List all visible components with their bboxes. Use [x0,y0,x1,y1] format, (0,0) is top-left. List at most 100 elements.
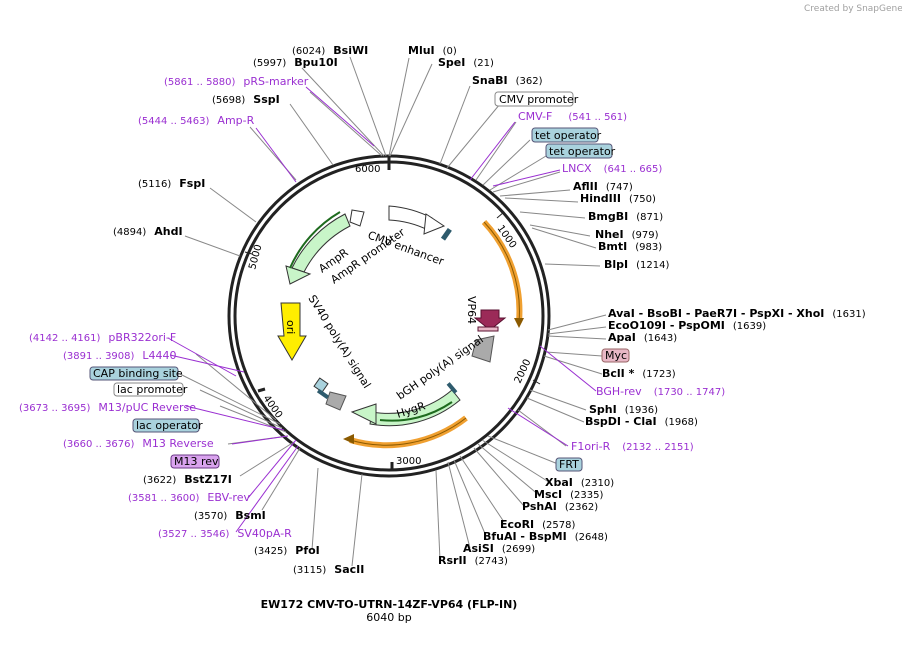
site-aflii: AflII [573,180,598,193]
svg-text:PshAI(2362): PshAI(2362) [522,500,598,513]
svg-text:EcoO109I - PspOMI(1639): EcoO109I - PspOMI(1639) [608,319,766,332]
primer-l4440: L4440 [142,349,176,362]
box-lac-promoter: lac promoter [113,382,188,397]
tick-3000: 3000 [390,456,421,470]
primer-cmv-f: CMV-F [518,110,552,123]
svg-text:(5861 .. 5880)pRS-marker: (5861 .. 5880)pRS-marker [164,75,309,88]
box-lac-operator: lac operator [132,418,203,433]
svg-text:LNCX(641 .. 665): LNCX(641 .. 665) [562,162,662,175]
sv40-polya-box [325,391,347,411]
site-bmgbi: BmgBI [588,210,628,223]
primer-f1ori-r: F1ori-R [571,440,611,453]
site-hindiii: HindIII [580,192,621,205]
hygr-arrow-head [350,403,377,425]
site-xbai: XbaI [545,476,573,489]
leader-lines [179,56,607,567]
hygr-inner-line [379,401,453,422]
svg-text:CMV-F(541 .. 561): CMV-F(541 .. 561) [518,110,627,123]
svg-text:(6024)BsiWI: (6024)BsiWI [292,44,368,57]
svg-text:lac operator: lac operator [136,419,203,432]
svg-text:SphI(1936): SphI(1936) [589,403,658,416]
site-pfoi: PfoI [295,544,320,557]
svg-text:3000: 3000 [396,456,421,467]
svg-text:(3527 .. 3546)SV40pA-R: (3527 .. 3546)SV40pA-R [158,527,292,540]
site-bpu10i: Bpu10I [294,56,338,69]
ampr-arrow-head [285,265,312,285]
svg-text:lac promoter: lac promoter [117,383,188,396]
site-bstz17i: BstZ17I [184,473,232,486]
svg-text:BmtI(983): BmtI(983) [598,240,662,253]
orange-arc-bottom-arrow [343,434,354,444]
site-ecori: EcoRI [500,518,534,531]
primer-pbr322ori-f: pBR322ori-F [108,331,176,344]
svg-text:ApaI(1643): ApaI(1643) [608,331,677,344]
svg-text:(3673 .. 3695)M13/pUC Reverse: (3673 .. 3695)M13/pUC Reverse [19,401,196,414]
plasmid-size: 6040 bp [366,611,411,624]
svg-text:BfuAI - BspMI(2648): BfuAI - BspMI(2648) [483,530,608,543]
ori-arrow [277,302,307,361]
orange-arc-right-center [483,221,520,323]
svg-text:RsrII(2743): RsrII(2743) [438,554,508,567]
snapgene-brand: Created by SnapGene [804,4,902,14]
svg-text:tet operator: tet operator [549,145,616,158]
site-blpi: BlpI [604,258,628,271]
site-sphi: SphI [589,403,617,416]
restriction-site-labels: MluI(0) SpeI(21) SnaBI(362) AflII(747) H… [113,44,866,576]
site-snabi: SnaBI [472,74,508,87]
box-cmv-promoter: CMV promoter [494,91,579,107]
svg-text:(4142 .. 4161)pBR322ori-F: (4142 .. 4161)pBR322ori-F [29,331,176,344]
svg-text:SpeI(21): SpeI(21) [438,56,494,69]
svg-text:(4894)AhdI: (4894)AhdI [113,225,183,238]
cmv-enhancer-arrow-head [423,213,446,235]
cmv-promoter-mark [440,227,452,241]
site-spei: SpeI [438,56,465,69]
lac-operator-mark [313,377,329,393]
hygr-start-mark [446,382,458,394]
boxed-feature-labels: CMV promoter tet operator tet operator M… [89,91,630,472]
site-sacii: SacII [334,563,364,576]
svg-text:(5444 .. 5463)Amp-R: (5444 .. 5463)Amp-R [138,114,255,127]
primer-labels: CMV-F(541 .. 561) LNCX(641 .. 665) BGH-r… [19,75,725,540]
primer-ebv-rev: EBV-rev [207,491,250,504]
orange-arc-right-arrow [514,318,524,328]
svg-text:MscI(2335): MscI(2335) [534,488,603,501]
primer-prs-marker: pRS-marker [243,75,308,88]
site-ahdi: AhdI [154,225,182,238]
svg-text:(3115)SacII: (3115)SacII [293,563,364,576]
svg-text:(5997)Bpu10I: (5997)Bpu10I [253,56,338,69]
svg-text:M13 rev: M13 rev [174,455,219,468]
svg-text:(3425)PfoI: (3425)PfoI [254,544,320,557]
site-bcli: BclI * [602,367,635,380]
site-apai: ApaI [608,331,636,344]
orange-arc-bottom-center [349,417,467,446]
site-bspmi-group: BfuAI - BspMI [483,530,567,543]
svg-text:CAP binding site: CAP binding site [93,367,183,380]
svg-text:2000: 2000 [513,358,534,386]
svg-text:BmgBI(871): BmgBI(871) [588,210,663,223]
site-xhoi-group: AvaI - BsoBI - PaeR7I - PspXI - XhoI [608,307,824,320]
svg-text:BclI *(1723): BclI *(1723) [602,367,676,380]
site-nhei: NheI [595,228,624,241]
site-rsrii: RsrII [438,554,467,567]
svg-text:NheI(979): NheI(979) [595,228,659,241]
vp64-arrow [473,309,507,331]
tick-6000: 6000 [355,156,391,175]
svg-text:MluI(0): MluI(0) [408,44,457,57]
svg-text:(5116)FspI: (5116)FspI [138,177,205,190]
svg-text:AflII(747): AflII(747) [573,180,633,193]
svg-text:CMV promoter: CMV promoter [499,93,579,106]
svg-text:AsiSI(2699): AsiSI(2699) [463,542,535,555]
label-vp64: VP64 [465,296,478,324]
site-asisi: AsiSI [463,542,494,555]
box-tet-operator-1: tet operator [531,127,602,143]
svg-text:BlpI(1214): BlpI(1214) [604,258,669,271]
label-bgh-polya: bGH poly(A) signal [394,333,486,403]
primer-lines [167,86,597,533]
bgh-polya-box [471,335,495,363]
site-pshai: PshAI [522,500,557,513]
svg-text:HindIII(750): HindIII(750) [580,192,656,205]
myc-tag-mark [477,326,499,332]
svg-text:(3891 .. 3908)L4440: (3891 .. 3908)L4440 [63,349,177,362]
svg-text:BspDI - ClaI(1968): BspDI - ClaI(1968) [585,415,698,428]
svg-text:(3660 .. 3676)M13 Reverse: (3660 .. 3676)M13 Reverse [63,437,214,450]
